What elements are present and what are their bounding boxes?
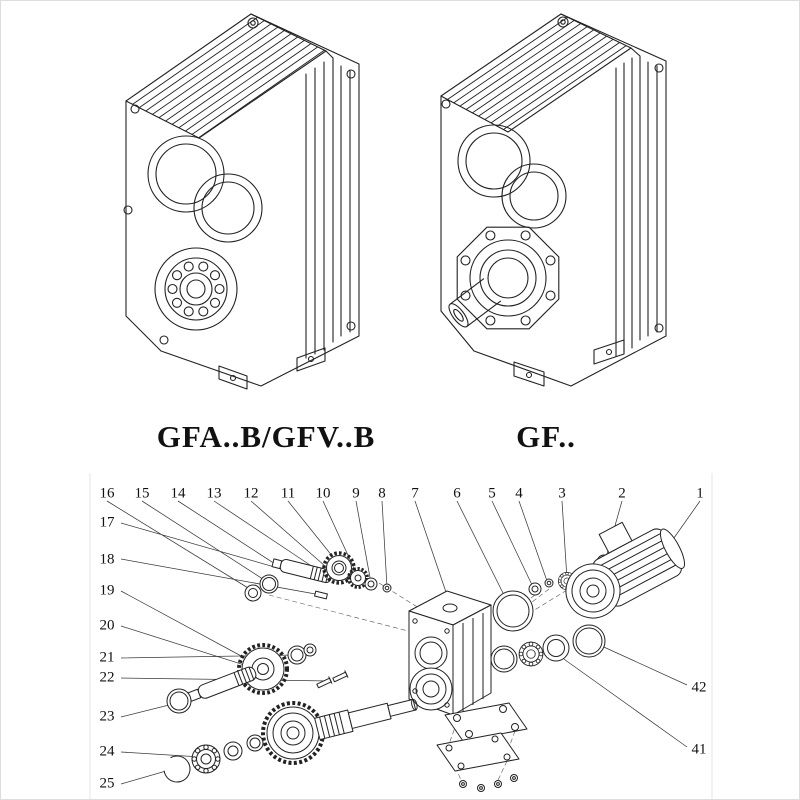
- input-washer: [244, 584, 262, 602]
- shaft-key: [314, 590, 328, 600]
- gearbox-drawing-gfab: [123, 13, 360, 390]
- model-label-gf: GF..: [516, 419, 576, 454]
- retaining-clip: [382, 583, 392, 593]
- oil-seal: [490, 645, 518, 673]
- gear-bore-upper: [147, 135, 225, 213]
- part-callout-14: 14: [170, 485, 186, 502]
- output-bearing: [191, 744, 221, 774]
- housing-silhouette: [440, 13, 667, 387]
- frame-guide: [89, 473, 713, 799]
- motor-fins: [596, 533, 677, 599]
- housing-plug: [442, 603, 458, 613]
- input-gear-small: [347, 567, 369, 589]
- input-ring: [259, 574, 279, 594]
- output-shaft: [448, 278, 502, 328]
- output-flange: [456, 226, 560, 330]
- spacer-washer: [364, 577, 378, 591]
- foot: [218, 365, 248, 390]
- part-callout-16: 16: [99, 485, 115, 502]
- gear-bore-lower: [193, 173, 263, 243]
- bolt: [441, 99, 451, 109]
- part-callout-23: 23: [99, 708, 115, 725]
- cooling-fins: [441, 14, 631, 132]
- part-callout-41: 41: [691, 741, 707, 758]
- part-callout-42: 42: [691, 679, 707, 696]
- part-callout-13: 13: [206, 485, 222, 502]
- part-callout-25: 25: [99, 775, 115, 792]
- part-callout-3: 3: [558, 485, 566, 502]
- exploded-view-drawing: [89, 473, 713, 799]
- lifting-eye-hole: [557, 16, 569, 28]
- part-callout-1: 1: [696, 485, 704, 502]
- pin-small: [544, 578, 554, 588]
- motor-flange: [565, 563, 621, 619]
- motor: [565, 521, 686, 619]
- output-washer: [223, 741, 243, 761]
- seal-ring: [542, 634, 570, 662]
- gear-housing: [408, 590, 492, 716]
- bolt: [346, 69, 356, 79]
- adapter-gasket: [492, 590, 534, 632]
- bolt: [346, 321, 356, 331]
- part-callout-18: 18: [99, 551, 115, 568]
- part-callout-20: 20: [99, 617, 115, 634]
- part-callout-11: 11: [280, 485, 296, 502]
- part-callout-21: 21: [99, 649, 115, 666]
- part-callout-8: 8: [378, 485, 386, 502]
- bolt: [130, 104, 140, 114]
- cover-plate: [444, 702, 528, 742]
- cover-gasket: [436, 732, 520, 772]
- intermediate-shaft: [187, 666, 257, 702]
- gear-bore-lower: [501, 163, 567, 229]
- output-ring: [246, 734, 264, 752]
- plug: [123, 205, 133, 215]
- motor-end-cap: [659, 528, 686, 569]
- dowel-pin: [332, 670, 349, 683]
- part-callout-7: 7: [411, 485, 419, 502]
- cover-bolts: [459, 774, 518, 792]
- foot: [593, 339, 625, 365]
- part-callout-9: 9: [352, 485, 360, 502]
- output-shaft: [314, 698, 418, 741]
- cooling-fins: [126, 14, 326, 138]
- shaft-seal-ring: [166, 688, 192, 714]
- side-rib-panel: [630, 47, 641, 341]
- foot: [296, 347, 326, 372]
- gear-bore-upper: [457, 124, 531, 198]
- part-callout-12: 12: [243, 485, 259, 502]
- part-callout-19: 19: [99, 582, 115, 599]
- circlip: [163, 755, 191, 783]
- side-rib-panel: [325, 50, 334, 343]
- part-callout-4: 4: [515, 485, 523, 502]
- part-callout-15: 15: [134, 485, 150, 502]
- gear-washer: [303, 643, 317, 657]
- bolt: [159, 335, 169, 345]
- part-callout-17: 17: [99, 514, 115, 531]
- model-label-gfab: GFA..B/GFV..B: [156, 419, 376, 454]
- output-gear: [261, 701, 325, 765]
- part-callout-22: 22: [99, 669, 115, 686]
- dowel-pin: [316, 676, 333, 689]
- gearbox-drawing-gf: [440, 13, 667, 387]
- part-callout-10: 10: [315, 485, 331, 502]
- part-callout-6: 6: [453, 485, 461, 502]
- cover-bearing: [518, 641, 544, 667]
- plug-small: [528, 582, 542, 596]
- output-bearing: [154, 247, 238, 331]
- bolt: [654, 323, 664, 333]
- part-callout-24: 24: [99, 743, 115, 760]
- part-callout-5: 5: [488, 485, 496, 502]
- bolt: [654, 63, 664, 73]
- gear-ring: [287, 645, 307, 665]
- end-cover: [572, 624, 606, 658]
- foot: [513, 361, 545, 387]
- part-callout-2: 2: [618, 485, 626, 502]
